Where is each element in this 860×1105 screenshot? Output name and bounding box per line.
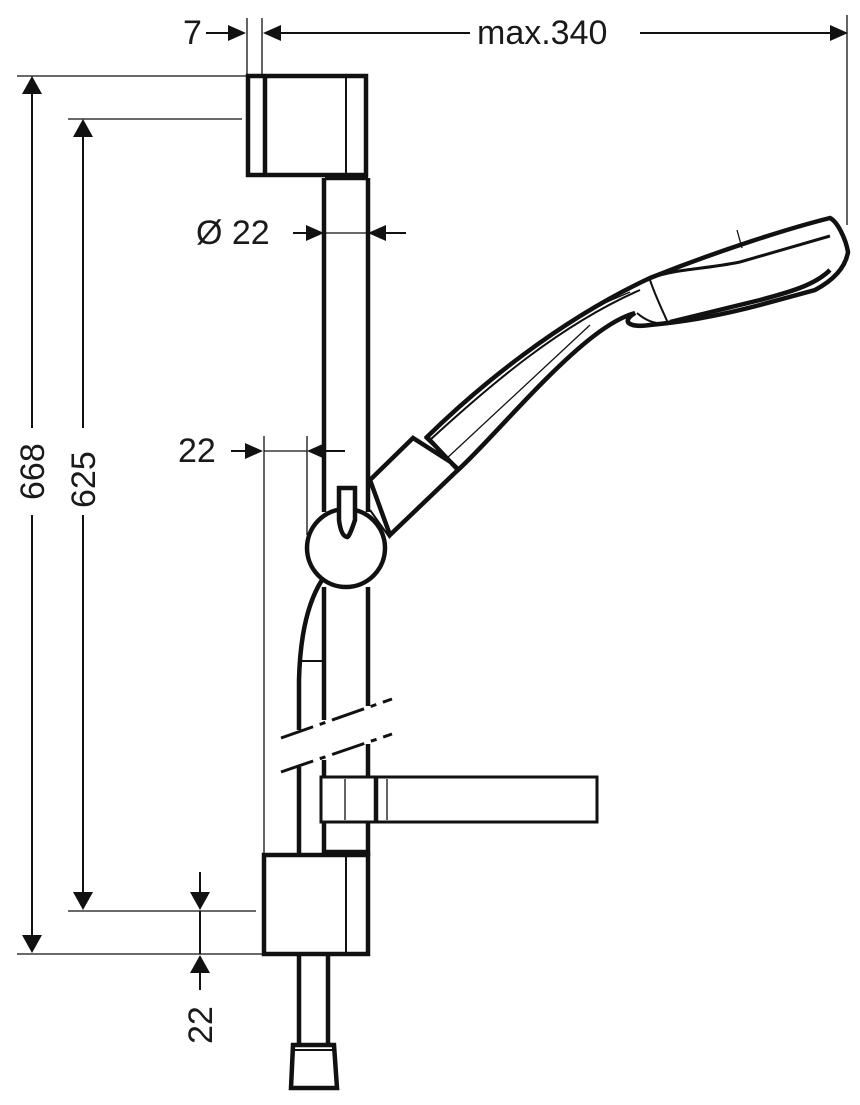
arrow-down-icon [22,935,42,953]
hand-shower [423,215,851,474]
arrow-up-icon [73,119,93,137]
arrow-down-icon [73,892,93,910]
top-wall-bracket [245,73,369,181]
break-lines [280,697,393,774]
dimension-mounting-distance: 625 [65,118,256,912]
soap-dish [319,775,599,824]
dimension-bar-to-hose-offset: 22 [178,432,345,855]
arrow-right-icon [306,225,324,241]
dim-label-total-height: 668 [14,443,52,500]
dim-label-max-reach: max.340 [477,14,607,52]
arrow-right-icon [228,25,246,41]
arrow-up-icon [22,76,42,94]
dim-label-bar-diameter: Ø 22 [196,214,270,252]
end-cap [288,956,340,1091]
bottom-wall-bracket [261,852,371,957]
hand-shower-holder [304,435,464,590]
arrow-right-icon [245,443,263,459]
dim-label-bar-to-hose-offset: 22 [178,432,216,470]
dimension-bar-diameter: Ø 22 [196,214,406,252]
dim-label-mounting-distance: 625 [65,451,103,508]
dimension-max-reach: max.340 [281,14,848,225]
arrow-down-icon [190,892,210,910]
arrow-left-icon [307,443,325,459]
dimension-wall-offset: 7 [183,14,281,75]
dim-label-wall-offset: 7 [183,14,202,52]
shower-hose [296,578,324,855]
dimension-bottom-offset: 22 [182,872,220,1044]
dimension-total-height: 668 [14,75,262,955]
arrow-right-icon [830,25,848,41]
arrow-left-icon [263,25,281,41]
arrow-up-icon [190,955,210,973]
arrow-left-icon [368,225,386,241]
dim-label-bottom-offset: 22 [182,1006,220,1044]
